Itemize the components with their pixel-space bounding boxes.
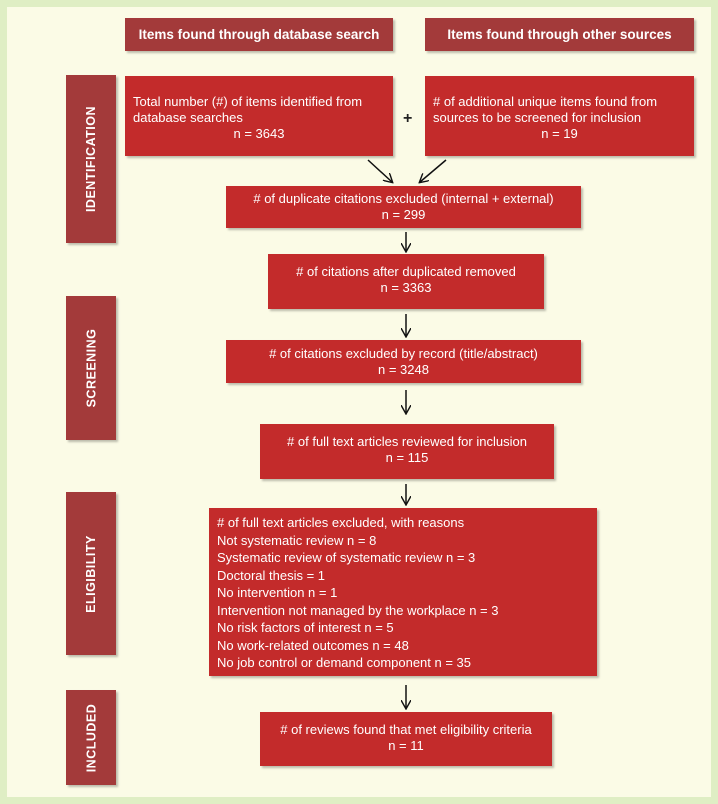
stage-eligibility: ELIGIBILITY bbox=[66, 492, 116, 655]
other-items-count: n = 19 bbox=[541, 126, 578, 141]
exclusion-reason: Systematic review of systematic review n… bbox=[217, 550, 476, 565]
stage-included: INCLUDED bbox=[66, 690, 116, 785]
stage-screening: SCREENING bbox=[66, 296, 116, 440]
database-items-box: Total number (#) of items identified fro… bbox=[125, 76, 393, 156]
header-other-sources-label: Items found through other sources bbox=[447, 27, 672, 42]
exclusion-reason: Doctoral thesis = 1 bbox=[217, 567, 326, 583]
exclusion-reason: Not systematic review n = 8 bbox=[217, 532, 377, 548]
excluded-by-record-count: n = 3248 bbox=[378, 362, 429, 377]
arrow-database-to-duplicates bbox=[367, 159, 392, 182]
full-text-reviewed-text: # of full text articles reviewed for inc… bbox=[287, 434, 527, 449]
database-items-count: n = 3643 bbox=[233, 126, 285, 141]
duplicates-excluded-text: # of duplicate citations excluded (inter… bbox=[253, 191, 554, 206]
arrow-other-to-duplicates bbox=[420, 159, 447, 182]
after-duplicates-box: # of citations after duplicated removed … bbox=[268, 254, 544, 309]
full-text-reviewed-count: n = 115 bbox=[385, 450, 429, 465]
duplicates-excluded-count: n = 299 bbox=[381, 207, 426, 222]
after-duplicates-text: # of citations after duplicated removed bbox=[296, 264, 516, 279]
exclusion-reason: No intervention n = 1 bbox=[217, 585, 338, 600]
duplicates-excluded-box: # of duplicate citations excluded (inter… bbox=[226, 186, 581, 228]
full-text-reviewed-box: # of full text articles reviewed for inc… bbox=[260, 424, 554, 479]
stage-identification: IDENTIFICATION bbox=[66, 75, 116, 243]
full-text-excluded-title: # of full text articles excluded, with r… bbox=[217, 515, 465, 530]
included-reviews-box: # of reviews found that met eligibility … bbox=[260, 712, 552, 766]
included-reviews-count: n = 11 bbox=[388, 738, 424, 753]
exclusion-reason: No work-related outcomes n = 48 bbox=[217, 637, 409, 653]
excluded-by-record-text: # of citations excluded by record (title… bbox=[269, 346, 538, 361]
exclusion-reason: Intervention not managed by the workplac… bbox=[217, 602, 499, 618]
other-items-text: # of additional unique items found from … bbox=[433, 94, 658, 125]
after-duplicates-count: n = 3363 bbox=[380, 280, 432, 295]
exclusion-reason: No risk factors of interest n = 5 bbox=[217, 620, 394, 635]
other-items-box: # of additional unique items found from … bbox=[425, 76, 694, 156]
full-text-excluded-box: # of full text articles excluded, with r… bbox=[209, 508, 597, 676]
exclusion-reason: No job control or demand component n = 3… bbox=[217, 655, 472, 670]
plus-sign: + bbox=[403, 110, 413, 127]
header-other-sources: Items found through other sources bbox=[425, 18, 694, 51]
included-reviews-text: # of reviews found that met eligibility … bbox=[280, 722, 532, 737]
database-items-text: Total number (#) of items identified fro… bbox=[133, 94, 363, 125]
header-database-search-label: Items found through database search bbox=[138, 27, 380, 42]
excluded-by-record-box: # of citations excluded by record (title… bbox=[226, 340, 581, 383]
header-database-search: Items found through database search bbox=[125, 18, 393, 51]
